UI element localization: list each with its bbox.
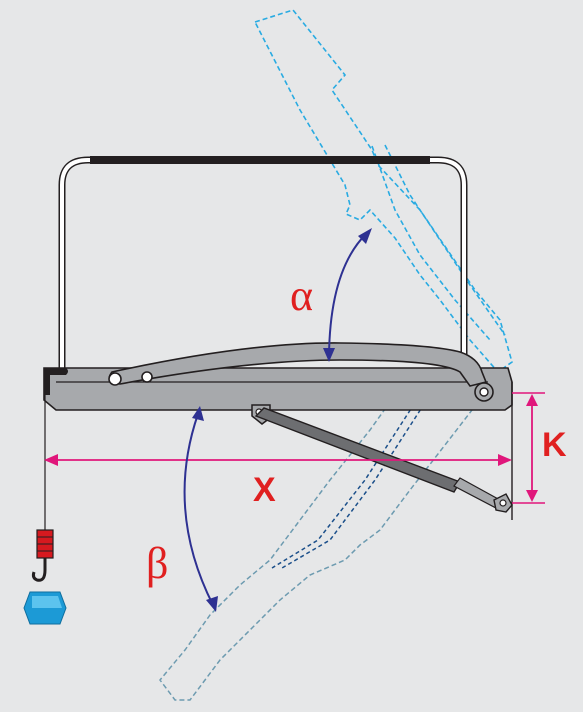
angle-beta-arrow (183, 406, 218, 612)
beta-label: β (146, 539, 168, 588)
base-bar (43, 367, 513, 411)
angle-alpha-arrow (323, 228, 372, 362)
handle-frame (58, 156, 468, 370)
gas-spring (251, 404, 513, 513)
dimension-x (44, 454, 512, 466)
x-label: X (253, 471, 276, 509)
lever-arm (108, 342, 494, 402)
lever-pivot-middle (141, 371, 153, 383)
k-label: K (542, 426, 567, 464)
lowered-position-outline (159, 394, 473, 701)
hook-icon (31, 558, 47, 582)
alpha-label: α (290, 271, 313, 320)
lowered-spring-dashed (271, 397, 429, 569)
lever-pivot-left (108, 372, 122, 386)
hanging-weight-icon (23, 395, 67, 625)
dimension-k (512, 392, 545, 504)
